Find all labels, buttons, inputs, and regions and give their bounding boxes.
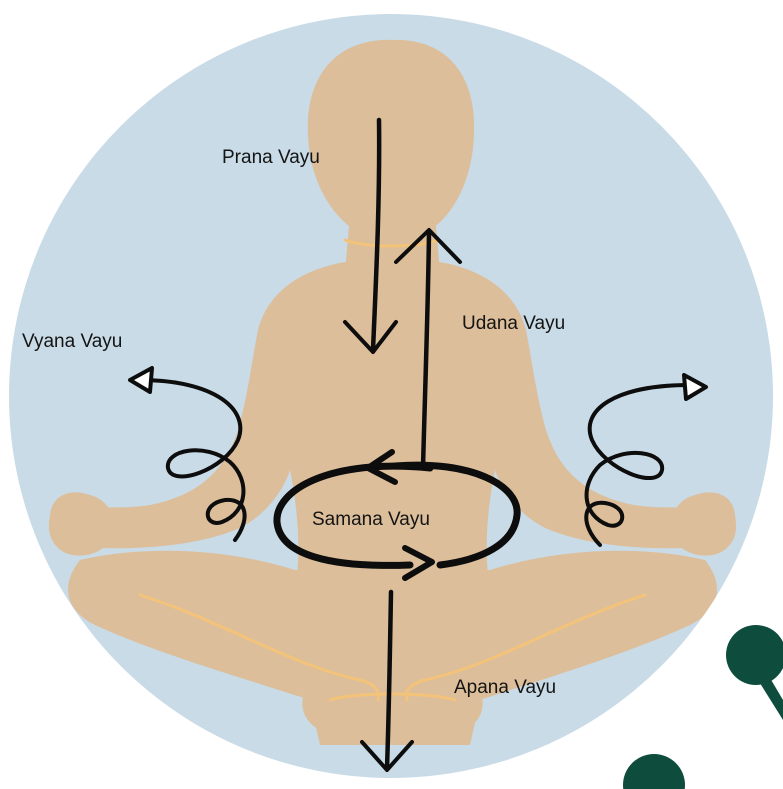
udana-vayu-label: Udana Vayu	[462, 314, 565, 333]
vyana-vayu-label: Vyana Vayu	[22, 332, 122, 351]
apana-vayu-label: Apana Vayu	[454, 678, 556, 697]
decor-dot-stem	[758, 678, 783, 720]
decor-dot-top	[726, 625, 783, 685]
samana-vayu-label: Samana Vayu	[312, 510, 430, 529]
decor-dot-bottom	[623, 754, 685, 789]
prana-vayu-label: Prana Vayu	[222, 148, 320, 167]
